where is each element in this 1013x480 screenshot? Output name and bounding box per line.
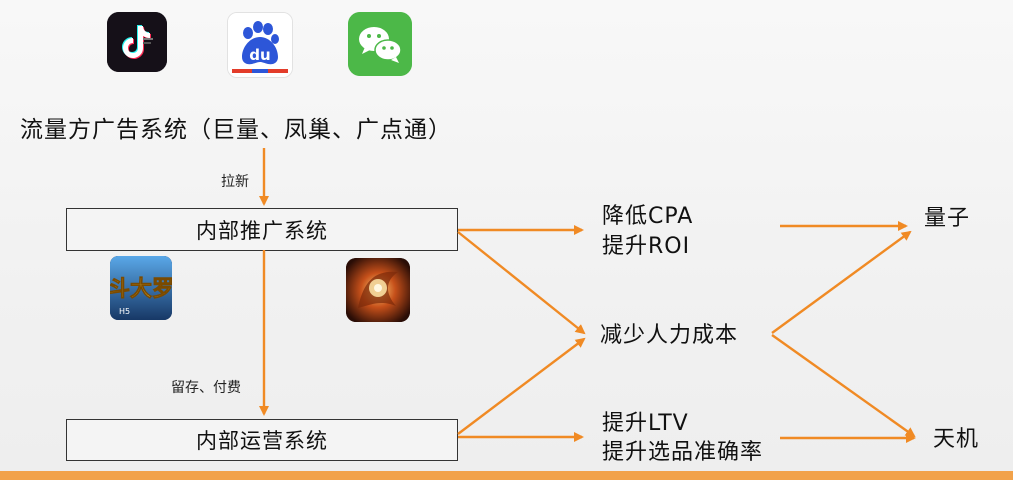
fantasy-game-icon — [346, 258, 410, 322]
operation-system-label: 内部运营系统 — [196, 429, 328, 453]
outcome-reduce-cpa: 降低CPA — [602, 204, 694, 229]
baidu-icon: du — [227, 12, 293, 78]
outcome-reduce-labor-cost: 减少人力成本 — [600, 323, 739, 348]
edge-label-acquire: 拉新 — [221, 174, 249, 190]
edge-label-retain-pay: 留存、付费 — [171, 380, 241, 396]
douluo-game-icon: 斗大罗 H5 — [110, 256, 172, 320]
wechat-icon — [348, 12, 412, 76]
arrow-cost-to-tianji — [771, 334, 916, 438]
arrow-operation-to-cost — [457, 337, 586, 435]
target-liangzi: 量子 — [924, 206, 971, 231]
h5-badge-text: H5 — [119, 307, 130, 316]
outcome-improve-ltv: 提升LTV — [602, 411, 689, 436]
outcome-improve-selection-accuracy: 提升选品准确率 — [602, 440, 764, 465]
baidu-du-text: du — [249, 46, 270, 64]
operation-system-box: 内部运营系统 — [66, 419, 458, 461]
traffic-ad-system-label: 流量方广告系统（巨量、凤巢、广点通） — [20, 117, 452, 143]
douluo-game-text: 斗大罗 — [110, 276, 172, 302]
outcome-improve-roi: 提升ROI — [602, 234, 691, 259]
promotion-system-box: 内部推广系统 — [66, 208, 458, 251]
promotion-system-label: 内部推广系统 — [196, 218, 328, 243]
douyin-icon — [107, 12, 167, 72]
target-tianji: 天机 — [933, 427, 980, 452]
bottom-accent-bar — [0, 471, 1013, 480]
arrow-promotion-to-cost — [457, 231, 586, 335]
arrow-cost-to-liangzi — [771, 230, 912, 334]
